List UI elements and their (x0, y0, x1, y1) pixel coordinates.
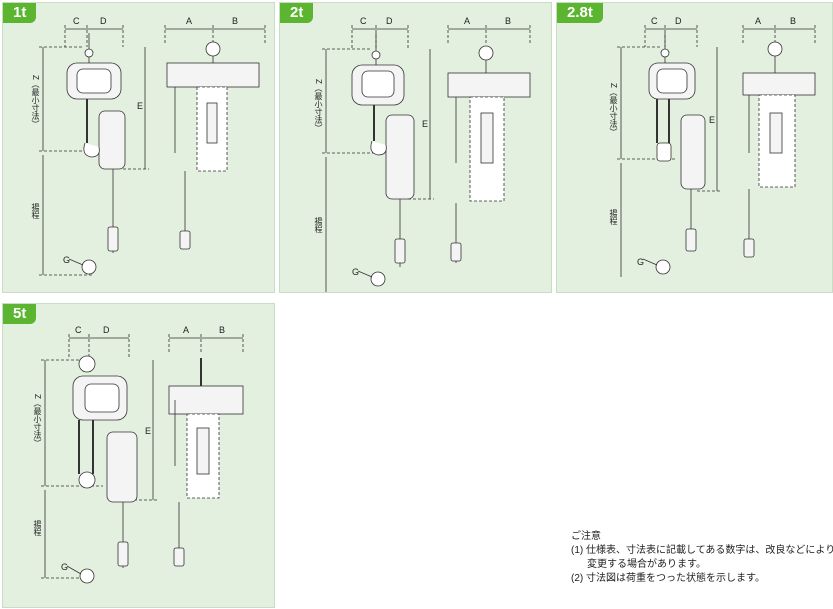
label-b: B (505, 16, 512, 26)
label-b: B (790, 16, 797, 26)
label-b: B (219, 325, 226, 335)
label-e: E (137, 101, 144, 111)
label-z-min: Z（最小寸法） (314, 79, 323, 132)
badge-2-8t: 2.8t (557, 3, 603, 23)
label-lift: 揚程 (609, 209, 618, 225)
label-d: D (675, 16, 682, 26)
notes-line-1: (1) 仕様表、寸法表に記載してある数字は、改良などにより (571, 545, 833, 556)
label-d: D (386, 16, 393, 26)
label-a: A (464, 16, 471, 26)
badge-2t: 2t (280, 3, 314, 23)
label-a: A (186, 16, 193, 26)
label-g: G (63, 255, 71, 265)
hoist-diagram-2-8t (617, 25, 816, 277)
label-d: D (103, 325, 110, 335)
label-d: D (100, 16, 107, 26)
notes: ご注意 (1) 仕様表、寸法表に記載してある数字は、改良などにより 変更する場合… (571, 530, 833, 586)
label-b: B (232, 16, 239, 26)
label-c: C (360, 16, 367, 26)
label-e: E (709, 115, 716, 125)
notes-line-2: 変更する場合があります。 (587, 559, 706, 570)
label-e: E (145, 426, 152, 436)
label-z-min: Z（最小寸法） (33, 394, 42, 447)
badge-5t: 5t (3, 304, 37, 324)
label-c: C (651, 16, 658, 26)
hoist-diagram-5t (41, 334, 244, 584)
notes-line-3: (2) 寸法図は荷重をつった状態を示します。 (571, 573, 765, 584)
notes-title: ご注意 (571, 531, 601, 542)
label-e: E (422, 119, 429, 129)
hoist-diagram-1t (39, 25, 266, 276)
badge-1t: 1t (3, 3, 37, 23)
label-z-min: Z（最小寸法） (31, 75, 40, 128)
label-lift: 揚程 (31, 203, 40, 219)
panel-1t: 1t (2, 2, 275, 293)
label-c: C (75, 325, 82, 335)
panel-2-8t: 2.8t (556, 2, 833, 293)
label-g: G (61, 562, 69, 572)
label-lift: 揚程 (33, 520, 42, 536)
label-g: G (352, 267, 360, 277)
label-z-min: Z（最小寸法） (609, 83, 618, 136)
panel-5t: 5t (2, 303, 275, 608)
label-a: A (183, 325, 190, 335)
label-g: G (637, 257, 645, 267)
label-c: C (73, 16, 80, 26)
hoist-diagram-2t (322, 25, 531, 292)
label-a: A (755, 16, 762, 26)
panel-2t: 2t (279, 2, 552, 293)
label-lift: 揚程 (314, 217, 323, 233)
